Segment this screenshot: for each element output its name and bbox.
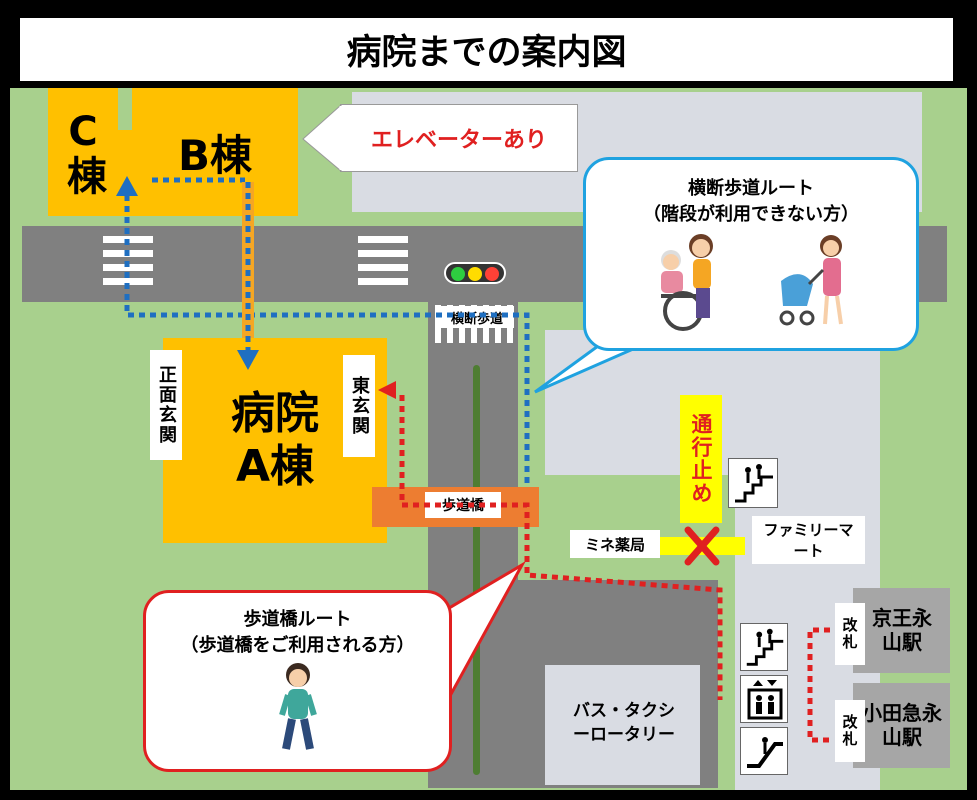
building-a-label-2: A棟 (235, 440, 315, 492)
building-b: B棟 (132, 88, 298, 216)
stroller-person-icon (779, 235, 843, 326)
bus-taxi-label: バス・タクシーロータリー (573, 701, 675, 745)
blue-arrow-to-a (237, 350, 259, 370)
main-entrance-label: 正面玄関 (150, 350, 182, 460)
wheelchair-person-icon (661, 234, 713, 331)
station-block-odakyu (853, 683, 950, 768)
no-entry-label: 通行止め (680, 395, 722, 523)
crosswalk-middle (358, 236, 408, 291)
crosswalk-route-illustration (661, 234, 843, 331)
crosswalk-route-bubble: 横断歩道ルート （階段が利用できない方） (583, 157, 919, 351)
building-c: C棟 (48, 88, 118, 216)
building-b-label: B棟 (177, 130, 252, 180)
map-title: 病院までの案内図 (20, 18, 953, 81)
station-block-keio (853, 588, 950, 673)
escalator-icon (740, 727, 788, 775)
east-entrance-label: 東玄関 (343, 355, 375, 457)
footbridge-route-bubble: 歩道橋ルート （歩道橋をご利用される方） (143, 590, 452, 772)
elevator-callout (340, 104, 578, 172)
walking-person-icon (278, 663, 317, 750)
ticket-gate-label-odakyu: 改札 (835, 700, 865, 762)
odakyu-station-label: 小田急永山駅 (862, 701, 942, 749)
building-a-label-1: 病院 (231, 387, 319, 439)
blue-crosswalk-route (124, 177, 530, 488)
red-footbridge-route (399, 395, 830, 743)
building-bc-connector (112, 130, 136, 216)
stairs-icon (728, 458, 778, 508)
ticket-gate-label-keio: 改札 (835, 603, 865, 665)
building-a: 病院 A棟 (163, 338, 387, 543)
traffic-light-icon (444, 262, 506, 284)
no-entry-text: 通行止め (689, 413, 713, 505)
crosswalk-route-subtitle: （階段が利用できない方） (643, 204, 859, 225)
footbridge-route-title: 歩道橋ルート (243, 609, 352, 630)
pharmacy-label: ミネ薬局 (570, 530, 660, 558)
blue-arrow-to-c (116, 176, 138, 196)
stairs-icon (740, 623, 788, 671)
familymart-label: ファミリーマート (752, 516, 865, 564)
red-arrow-to-east-entrance (378, 381, 396, 399)
elevator-icon (740, 675, 788, 723)
road-median (473, 365, 480, 775)
footbridge-route-subtitle: （歩道橋をご利用される方） (180, 635, 415, 656)
crosswalk-route-title: 横断歩道ルート (688, 178, 814, 199)
building-c-label: C棟 (60, 109, 106, 195)
bus-rotary-area (545, 665, 700, 785)
keio-station-label: 京王永山駅 (872, 606, 932, 654)
elevator-callout-text: エレベーターあり (370, 128, 547, 153)
